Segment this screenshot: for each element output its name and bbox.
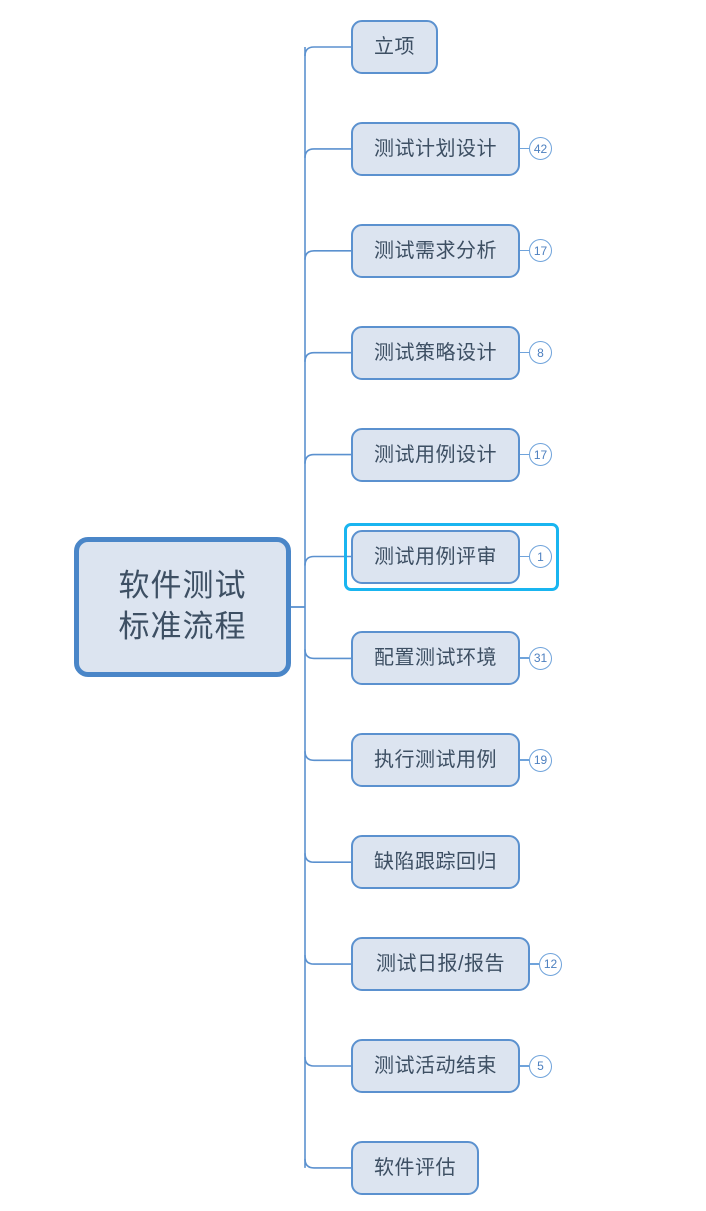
mindmap-node[interactable]: 执行测试用例 — [351, 733, 520, 787]
mindmap-node-label: 测试用例评审 — [374, 546, 497, 568]
mindmap-node[interactable]: 立项 — [351, 20, 438, 74]
connector-branch — [304, 148, 351, 158]
connector-branch — [304, 853, 351, 863]
node-count-badge[interactable]: 17 — [529, 443, 552, 467]
node-count-badge[interactable]: 12 — [539, 952, 562, 976]
badge-connector-stub — [520, 147, 529, 150]
mindmap-node-label: 测试策略设计 — [374, 342, 497, 364]
mindmap-node-label: 测试计划设计 — [374, 138, 497, 160]
mindmap-node-label: 测试活动结束 — [374, 1055, 497, 1077]
node-selection-outline — [344, 523, 559, 591]
mindmap-node-label: 缺陷跟踪回归 — [374, 851, 497, 873]
badge-connector-stub — [520, 453, 529, 456]
badge-connector-stub — [520, 657, 529, 659]
mindmap-node-label: 配置测试环境 — [374, 647, 497, 669]
connector-branch — [304, 751, 351, 762]
badge-connector-stub — [520, 351, 529, 354]
mindmap-node[interactable]: 测试策略设计 — [351, 326, 520, 380]
root-node-label: 软件测试 标准流程 — [118, 568, 247, 644]
root-node[interactable]: 软件测试 标准流程 — [74, 537, 291, 677]
mindmap-node[interactable]: 测试日报/报告 — [351, 937, 530, 991]
node-count-badge[interactable]: 19 — [529, 748, 552, 772]
connector-branch — [304, 955, 351, 965]
mindmap-node-label: 软件评估 — [374, 1157, 456, 1179]
connector-branch — [304, 351, 351, 362]
mindmap-node[interactable]: 配置测试环境 — [351, 631, 520, 685]
mindmap-node[interactable]: 缺陷跟踪回归 — [351, 835, 520, 889]
mindmap-node-label: 立项 — [374, 36, 415, 58]
badge-connector-stub — [520, 555, 529, 557]
node-count-badge[interactable]: 8 — [529, 341, 552, 365]
mindmap-node-label: 测试需求分析 — [374, 240, 497, 262]
node-count-badge[interactable]: 42 — [529, 137, 552, 161]
badge-connector-stub — [520, 759, 529, 761]
connector-branch — [304, 1158, 351, 1169]
connector-branch — [304, 1056, 351, 1067]
mindmap-node[interactable]: 测试用例评审 — [351, 530, 520, 584]
mindmap-node-label: 测试日报/报告 — [375, 953, 506, 975]
node-count-badge[interactable]: 1 — [529, 545, 552, 568]
badge-connector-stub — [520, 1065, 529, 1067]
node-count-badge[interactable]: 31 — [529, 646, 552, 670]
mindmap-node[interactable]: 测试用例设计 — [351, 428, 520, 482]
badge-connector-stub — [520, 249, 529, 252]
mindmap-node-label: 测试用例设计 — [374, 444, 497, 466]
connector-branch — [304, 649, 351, 660]
connector-branch — [304, 46, 351, 57]
mindmap-node[interactable]: 测试活动结束 — [351, 1039, 520, 1093]
mindmap-node-label: 执行测试用例 — [374, 749, 497, 771]
badge-connector-stub — [530, 963, 539, 965]
node-count-badge[interactable]: 17 — [529, 239, 552, 263]
mindmap-node[interactable]: 软件评估 — [351, 1141, 479, 1195]
mindmap-node[interactable]: 测试需求分析 — [351, 224, 520, 278]
connector-branch — [304, 250, 351, 260]
connector-branch — [304, 453, 351, 464]
node-count-badge[interactable]: 5 — [529, 1054, 552, 1078]
mindmap-node[interactable]: 测试计划设计 — [351, 122, 520, 176]
